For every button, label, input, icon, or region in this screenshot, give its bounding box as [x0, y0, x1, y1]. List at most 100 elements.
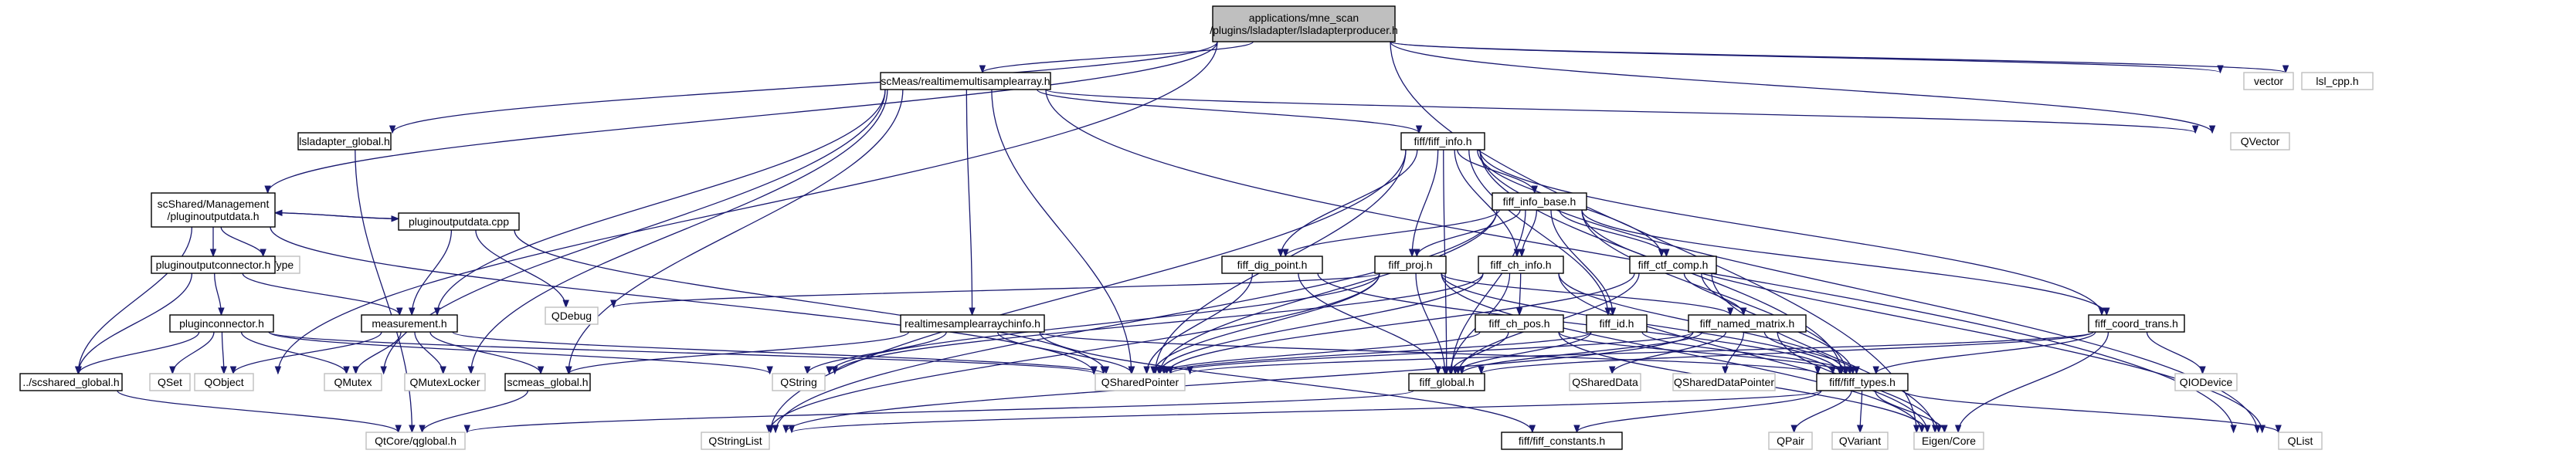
edge-root-to-pod [264, 41, 1218, 195]
node-label: QString [780, 376, 816, 388]
node-coordtrans[interactable]: fiff_coord_trans.h [2088, 314, 2185, 333]
node-podcpp[interactable]: pluginoutputdata.cpp [398, 212, 520, 231]
node-infobase[interactable]: fiff_info_base.h [1492, 192, 1587, 211]
edge-rtmsa-to-scmeasglobal [565, 89, 904, 375]
node-qstring: QString [772, 373, 826, 391]
node-qvariant: QVariant [1831, 432, 1889, 450]
node-label: scMeas/realtimemultisamplearray.h [881, 75, 1050, 87]
edge-coordtrans-to-fiffglobal [1478, 331, 2094, 375]
edge-root-to-qobject [274, 41, 1218, 375]
edge-fiffinfo-to-fiffid [1468, 149, 1611, 317]
node-fiffproj[interactable]: fiff_proj.h [1374, 256, 1447, 274]
node-chinfo[interactable]: fiff_ch_info.h [1478, 256, 1564, 274]
node-label: fiff_global.h [1419, 376, 1474, 388]
edge-root-to-lslcpp [1390, 41, 2289, 74]
node-label: QSharedDataPointer [1674, 376, 1774, 388]
edge-namedmatrix-to-fifftypes [1763, 331, 1860, 375]
edge-measurement-to-qmutex [352, 331, 402, 375]
edge-coordtrans-to-qsharedpointer [1186, 331, 2094, 375]
edge-fiffproj-to-qstring [826, 273, 1380, 375]
node-label: fiff_coord_trans.h [2095, 317, 2178, 330]
node-chpos[interactable]: fiff_ch_pos.h [1475, 314, 1564, 333]
edge-pod-to-podcpp [274, 212, 400, 222]
edge-coordtrans-to-qiodevice [2146, 331, 2206, 375]
edge-fifftypes-to-qvariant [1856, 390, 1864, 434]
node-label: fiff_dig_point.h [1237, 259, 1308, 271]
node-pod[interactable]: scShared/Management/pluginoutputdata.h [151, 192, 276, 228]
node-qsharedpointer: QSharedPointer [1095, 373, 1186, 391]
node-label: QMutexLocker [409, 376, 480, 388]
node-label: fiff_ch_info.h [1490, 259, 1551, 271]
edge-namedmatrix-to-qstringlist [782, 331, 1694, 434]
edge-podcpp-to-qsharedpointer [514, 229, 1110, 375]
node-qdebug: QDebug [545, 306, 599, 325]
edge-measurement-to-qobject [229, 331, 382, 375]
edge-pc-to-qobject [220, 331, 228, 375]
edge-infobase-to-digpoint [1282, 209, 1500, 258]
node-poc[interactable]: pluginoutputconnector.h [151, 256, 276, 274]
edge-coordtrans-to-fifftypes [1872, 331, 2096, 375]
edge-measurement-to-qmutexlocker [414, 331, 446, 375]
node-ctfcomp[interactable]: fiff_ctf_comp.h [1629, 256, 1717, 274]
edge-fifftypes-to-qpair [1790, 390, 1852, 434]
edge-rtmsa-to-qvector [1045, 89, 2199, 134]
node-fiffid[interactable]: fiff_id.h [1586, 314, 1648, 333]
edge-infobase-to-chinfo [1518, 209, 1538, 258]
node-digpoint[interactable]: fiff_dig_point.h [1221, 256, 1323, 274]
node-eigen: Eigen/Core [1913, 432, 1984, 450]
edge-rtmsa-to-qmutexlocker [467, 89, 888, 375]
node-label: pluginoutputdata.cpp [409, 215, 509, 228]
node-pc[interactable]: pluginconnector.h [169, 314, 274, 333]
node-scmeasglobal[interactable]: scmeas_global.h [504, 373, 591, 391]
node-label: QMutex [334, 376, 372, 388]
edge-podcpp-to-qdebug [475, 229, 569, 309]
edge-pod-to-poc [209, 227, 217, 258]
node-label: QtCore/qglobal.h [375, 435, 456, 447]
edge-digpoint-to-qsharedpointer [1143, 273, 1253, 375]
edge-chpos-to-fiffglobal [1447, 331, 1509, 375]
node-rtmsa[interactable]: scMeas/realtimemultisamplearray.h [880, 72, 1051, 90]
node-measurement[interactable]: measurement.h [361, 314, 458, 333]
edge-fiffproj-to-eigen [1441, 273, 1926, 434]
edge-fiffproj-to-fiffglobal [1415, 273, 1448, 375]
node-fiffinfo[interactable]: fiff/fiff_info.h [1400, 132, 1485, 151]
node-vector: vector [2243, 72, 2294, 90]
edge-pc-to-qmutex [240, 331, 350, 375]
edge-rtsci-to-fiffconstants [1039, 331, 1536, 434]
edge-fifftypes-to-qlist [1902, 390, 2282, 434]
edge-rtsci-to-qsharedpointer [996, 331, 1135, 375]
node-scsharedglobal[interactable]: ../scshared_global.h [19, 373, 123, 391]
node-qstringlist: QStringList [701, 432, 770, 450]
node-label: scShared/Management [158, 198, 270, 210]
edge-namedmatrix-to-qsharedpointer [1167, 331, 1694, 375]
node-fifftypes[interactable]: fiff/fiff_types.h [1816, 373, 1909, 391]
node-label: fiff/fiff_constants.h [1519, 435, 1605, 447]
node-namedmatrix[interactable]: fiff_named_matrix.h [1688, 314, 1807, 333]
node-lslglobal[interactable]: lsladapter_global.h [297, 132, 392, 151]
edge-poc-to-measurement [242, 273, 403, 317]
node-qtcore: QtCore/qglobal.h [365, 432, 466, 450]
node-label: fiff_ctf_comp.h [1638, 259, 1709, 271]
edge-podcpp-to-pod [273, 209, 399, 219]
node-fiffglobal[interactable]: fiff_global.h [1408, 373, 1485, 391]
node-root: applications/mne_scan/plugins/lsladapter… [1210, 5, 1398, 42]
node-fiffconstants[interactable]: fiff/fiff_constants.h [1501, 432, 1623, 450]
edge-chpos-to-fifftypes [1558, 331, 1849, 375]
edge-fiffid-to-qsharedpointer [1160, 331, 1592, 375]
node-label: QSharedPointer [1101, 376, 1179, 388]
edge-fiffproj-to-qsharedpointer [1150, 273, 1380, 375]
edge-fiffinfo-to-fiffproj [1408, 149, 1439, 258]
edge-infobase-to-fiffproj [1414, 209, 1521, 258]
node-label: QObject [204, 376, 243, 388]
node-label: /pluginoutputdata.h [167, 210, 259, 222]
edge-chinfo-to-qstring [831, 273, 1484, 375]
edge-fiffid-to-fifftypes [1641, 331, 1854, 375]
node-qmutexlocker: QMutexLocker [404, 373, 486, 391]
edge-root-to-rtmsa [979, 41, 1254, 74]
node-rtsci[interactable]: realtimesamplearraychinfo.h [900, 314, 1045, 333]
node-qset: QSet [149, 373, 191, 391]
node-label: lsl_cpp.h [2316, 75, 2358, 87]
edge-fiffglobal-to-qtcore [463, 390, 1414, 434]
edge-chpos-to-qsharedpointer [1156, 331, 1481, 375]
node-qshareddata: QSharedData [1569, 373, 1641, 391]
